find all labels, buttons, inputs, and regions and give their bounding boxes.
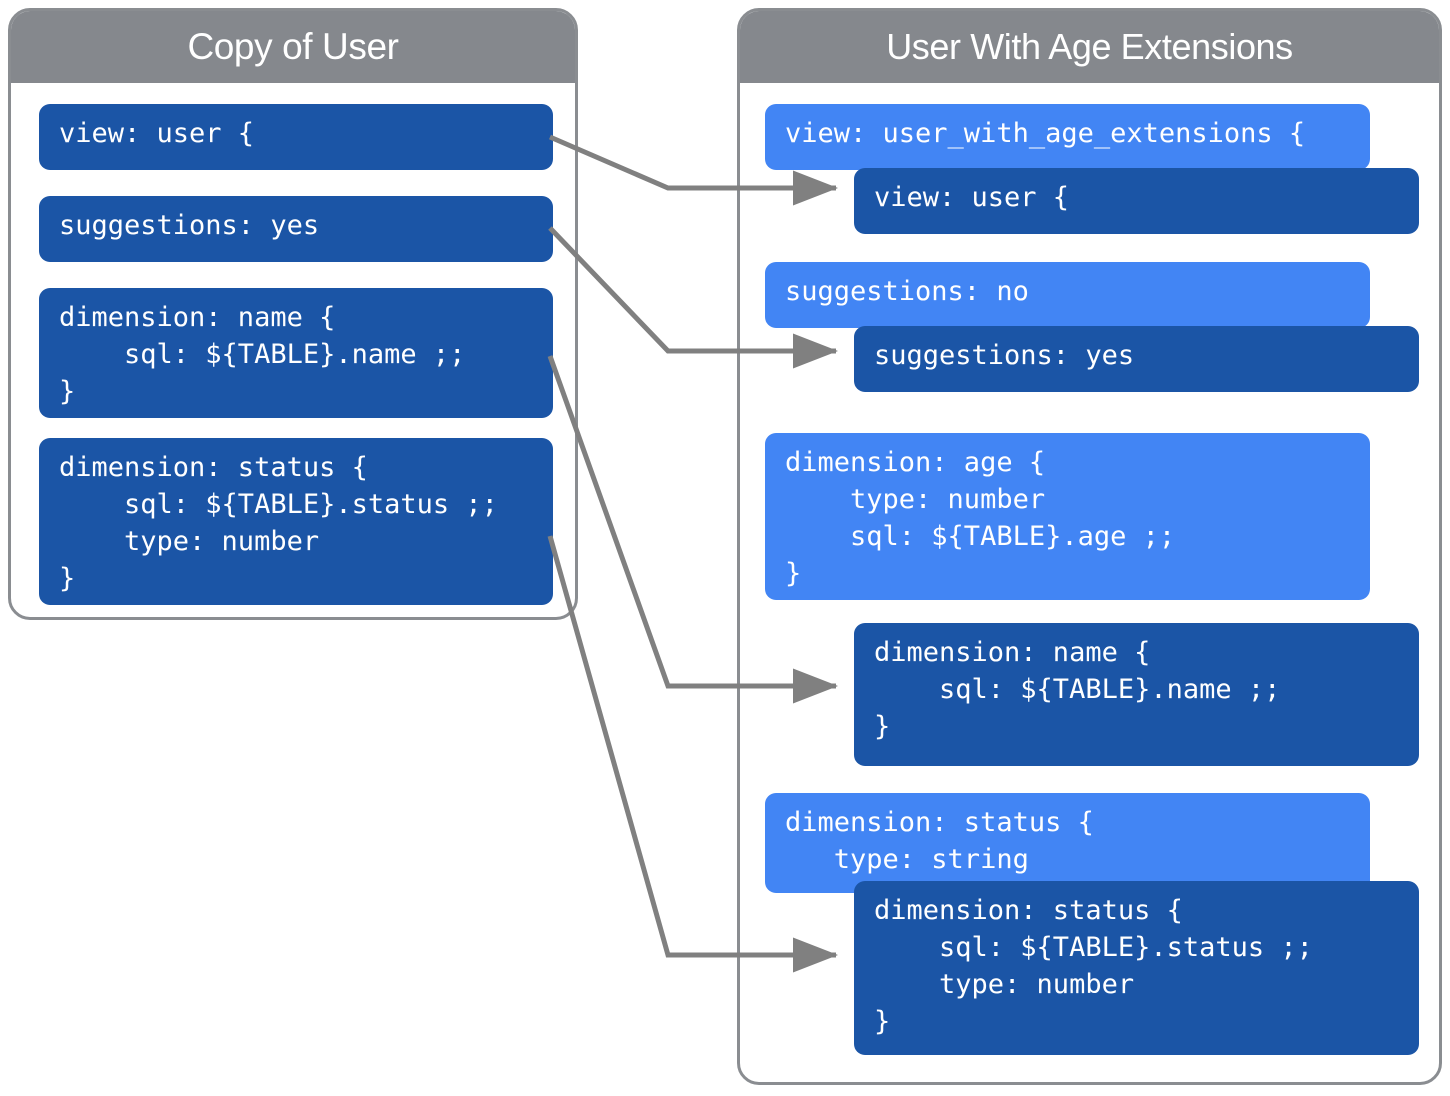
code-block-right-suggestions-yes: suggestions: yes (854, 326, 1419, 392)
code-block-right-dimension-age: dimension: age { type: number sql: ${TAB… (765, 433, 1370, 600)
code-block-right-dimension-status-override: dimension: status { sql: ${TABLE}.status… (854, 881, 1419, 1055)
page-title-left: Copy of User (187, 26, 399, 67)
code-block-right-view-user: view: user { (854, 168, 1419, 234)
panel-user-with-age-extensions: User With Age Extensions view: user_with… (737, 8, 1442, 1085)
code-block-left-dimension-status: dimension: status { sql: ${TABLE}.status… (39, 438, 553, 605)
code-block-right-view-extension: view: user_with_age_extensions { (765, 104, 1370, 170)
code-block-right-suggestions-no: suggestions: no (765, 262, 1370, 328)
panel-header-right: User With Age Extensions (740, 11, 1439, 83)
code-block-left-dimension-name: dimension: name { sql: ${TABLE}.name ;; … (39, 288, 553, 418)
code-block-right-dimension-name: dimension: name { sql: ${TABLE}.name ;; … (854, 623, 1419, 766)
panel-header-left: Copy of User (11, 11, 575, 83)
page-title-right: User With Age Extensions (886, 26, 1293, 67)
panel-copy-of-user: Copy of User view: user { suggestions: y… (8, 8, 578, 620)
code-block-right-dimension-status-base: dimension: status { type: string (765, 793, 1370, 893)
code-block-left-view: view: user { (39, 104, 553, 170)
code-block-left-suggestions: suggestions: yes (39, 196, 553, 262)
